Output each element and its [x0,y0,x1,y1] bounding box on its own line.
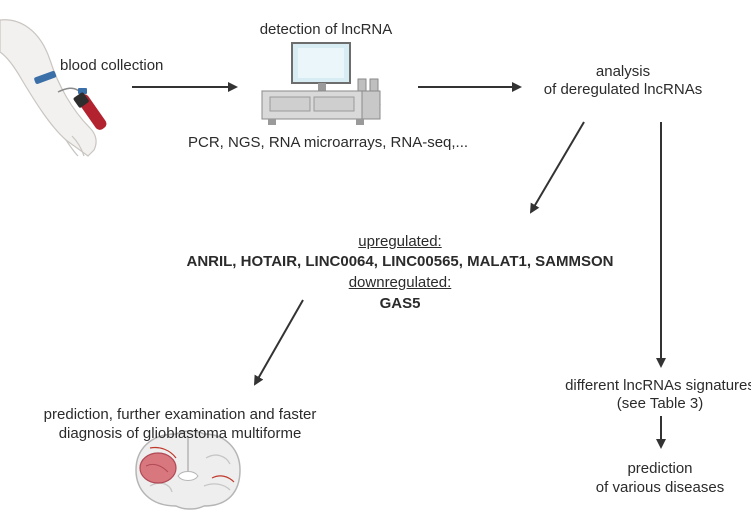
detection-methods: PCR, NGS, RNA microarrays, RNA-seq,... [188,134,469,151]
blood-collection-label: blood collection [60,57,164,74]
prediction-line2: of various diseases [595,479,725,496]
analysis-line1: analysis [595,63,651,80]
downregulated-list: GAS5 [379,295,421,312]
analysis-line2: of deregulated lncRNAs [543,81,703,98]
glioblastoma-outcome-line1: prediction, further examination and fast… [43,406,317,423]
brain-icon [135,430,241,510]
signatures-line2: (see Table 3) [616,395,704,412]
glioblastoma-outcome-line2: diagnosis of glioblastoma multiforme [58,425,302,442]
detection-title: detection of lncRNA [259,21,393,38]
upregulated-label: upregulated: [358,233,442,250]
upregulated-list: ANRIL, HOTAIR, LINC0064, LINC00565, MALA… [186,253,614,270]
prediction-line1: prediction [627,460,693,477]
arrow-results-to-glioblastoma [254,299,304,386]
signatures-line1: different lncRNAs signatures [565,377,751,394]
arrow-analysis-to-results [529,121,585,214]
downregulated-label: downregulated: [348,274,452,291]
sequencer-machine-icon [261,42,381,125]
arm-blood-draw-icon [0,19,107,157]
